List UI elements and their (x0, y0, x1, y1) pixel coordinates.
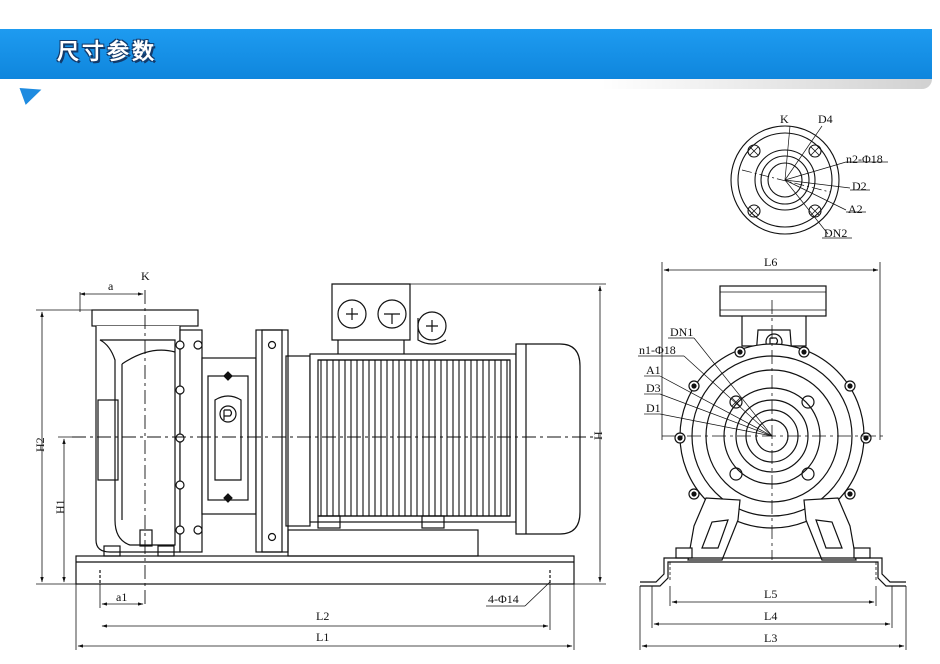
side-view-labels: a K H2 H1 H a1 L2 L1 4-Φ14 (33, 269, 605, 644)
label-l1: L1 (316, 630, 329, 644)
front-label-dn1: DN1 (670, 325, 693, 339)
front-label-a1: A1 (646, 363, 661, 377)
front-inlet-bolts (729, 395, 815, 481)
front-label-l5: L5 (764, 587, 777, 601)
flange-label-n2-holes: n2-Φ18 (846, 152, 883, 166)
section-title: 尺寸参数 (57, 40, 158, 65)
label-bolt-holes: 4-Φ14 (488, 592, 519, 606)
flange-label-d2: D2 (852, 179, 867, 193)
front-view-labels: L6 DN1 n1-Φ18 A1 D3 D1 L5 L4 L3 (639, 255, 777, 645)
front-label-d3: D3 (646, 381, 661, 395)
flange-bolt-holes (747, 144, 822, 218)
label-h2: H2 (33, 437, 47, 452)
front-label-d1: D1 (646, 401, 661, 415)
casing-bolts (175, 340, 203, 535)
label-l2: L2 (316, 609, 329, 623)
flange-view (730, 125, 888, 239)
base-plate (75, 555, 575, 585)
header-shadow (600, 79, 932, 89)
flange-label-k: K (780, 112, 789, 126)
label-a: a (108, 279, 114, 293)
flange-label-d4: D4 (818, 112, 833, 126)
label-a1: a1 (116, 590, 127, 604)
flange-label-a2: A2 (848, 202, 863, 216)
label-h: H (591, 431, 605, 440)
section-header-bar (0, 29, 932, 79)
front-label-l3: L3 (764, 631, 777, 645)
terminal-box (331, 283, 447, 354)
flange-view-labels: K D4 n2-Φ18 D2 A2 DN2 (780, 112, 883, 240)
label-k: K (141, 269, 150, 283)
side-view (36, 283, 606, 650)
front-casing-bolts (674, 346, 872, 500)
label-h1: H1 (53, 499, 67, 514)
front-label-l6: L6 (764, 255, 777, 269)
front-label-l4: L4 (764, 609, 777, 623)
front-view (638, 262, 907, 650)
front-label-n1-holes: n1-Φ18 (639, 343, 676, 357)
motor-body (309, 343, 581, 535)
bearing-bracket (201, 329, 479, 557)
flange-label-dn2: DN2 (824, 226, 847, 240)
pump-casing (91, 309, 203, 557)
